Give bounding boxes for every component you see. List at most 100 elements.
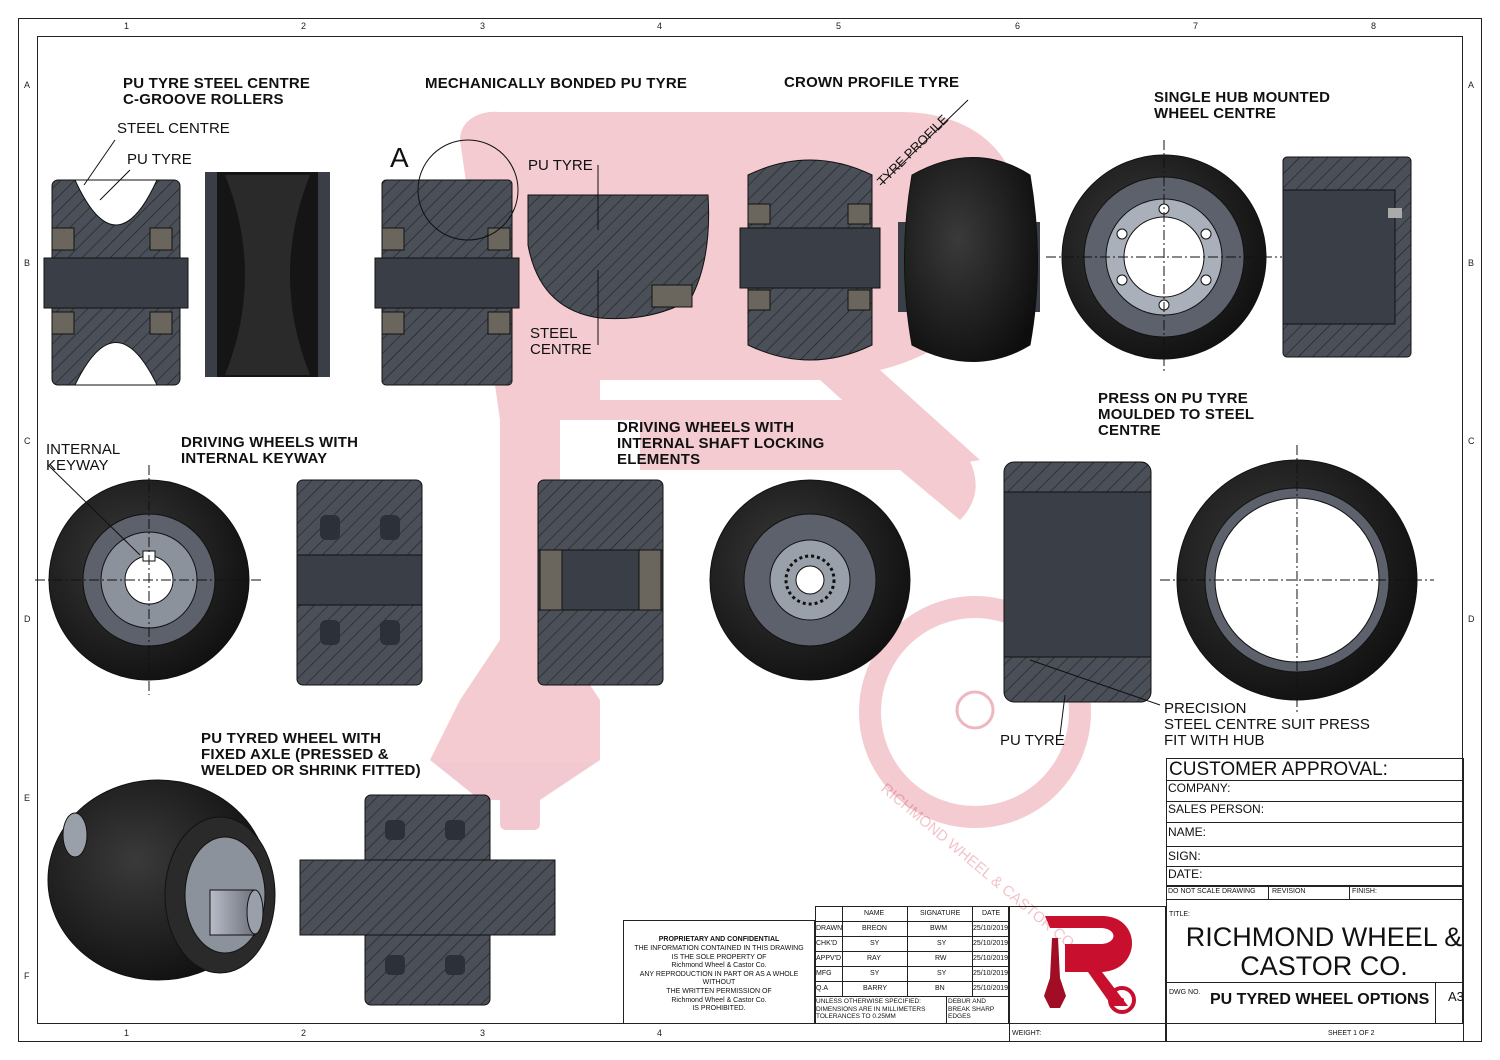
drawing-title: PU TYRED WHEEL OPTIONS (1210, 991, 1430, 1008)
weight-label: WEIGHT: (1012, 1030, 1042, 1037)
approval-heading: CUSTOMER APPROVAL: (1169, 759, 1388, 780)
fixed-axle-section-view (299, 794, 556, 1006)
signoff-signature: SY (937, 970, 947, 977)
finish-label: FINISH: (1352, 888, 1377, 895)
title-shaft-locking: DRIVING WHEELS WITH INTERNAL SHAFT LOCKI… (617, 419, 825, 468)
title-press-on: PRESS ON PU TYRE MOULDED TO STEEL CENTRE (1098, 390, 1255, 439)
zone-row-d: D (24, 614, 31, 624)
company-name: RICHMOND WHEEL & CASTOR CO. (1185, 922, 1463, 981)
signoff-signature: BN (935, 985, 945, 992)
signoff-role: Q.A (816, 985, 829, 992)
zone-row-b: B (24, 258, 31, 268)
zone-row-b-right: B (1468, 258, 1475, 268)
signoff-name: SY (870, 940, 880, 947)
zone-row-c: C (24, 436, 31, 446)
zone-col-7: 7 (1193, 21, 1199, 31)
callout-pu-tyre-bonded: PU TYRE (528, 157, 593, 174)
signoff-name: BARRY (863, 985, 887, 992)
signoff-role: CHK'D (816, 940, 838, 947)
signoff-header-name: NAME (864, 910, 885, 917)
zone-col-4: 4 (657, 21, 663, 31)
approval-sign-label: SIGN: (1168, 849, 1201, 863)
approval-date-label: DATE: (1168, 867, 1203, 881)
signoff-role: APPV'D (816, 955, 842, 962)
zone-row-a: A (24, 80, 31, 90)
zone-col-1-bottom: 1 (124, 1028, 130, 1038)
company-logo-box (1009, 906, 1166, 1024)
c-groove-side-view (205, 172, 330, 377)
approval-name-row[interactable]: NAME: (1166, 822, 1464, 846)
signoff-signature: RW (935, 955, 947, 962)
signoff-name: SY (870, 970, 880, 977)
zone-col-1: 1 (124, 21, 130, 31)
sheet-number: SHEET 1 OF 2 (1328, 1030, 1375, 1037)
single-hub-front-view (1046, 140, 1282, 374)
weight-cell (1009, 1024, 1166, 1042)
zone-col-3-bottom: 3 (480, 1028, 486, 1038)
approval-sign-row[interactable]: SIGN: (1166, 846, 1464, 866)
callout-steel-centre-bonded: STEEL CENTRE (530, 325, 592, 358)
zone-row-e: E (24, 793, 31, 803)
title-single-hub: SINGLE HUB MOUNTED WHEEL CENTRE (1154, 89, 1331, 122)
title-fixed-axle: PU TYRED WHEEL WITH FIXED AXLE (PRESSED … (201, 730, 421, 779)
callout-pu-tyre: PU TYRE (127, 151, 192, 168)
shaft-locking-section-view (537, 479, 664, 686)
company-logo (1044, 916, 1136, 1014)
zone-col-4-bottom: 4 (657, 1028, 663, 1038)
shaft-locking-front-view (709, 479, 911, 681)
title-bonded: MECHANICALLY BONDED PU TYRE (425, 75, 688, 92)
callout-steel-centre: STEEL CENTRE (117, 120, 230, 137)
callout-detail-a: A (390, 142, 409, 173)
approval-company-row[interactable]: COMPANY: (1166, 780, 1464, 801)
zone-row-f: F (24, 971, 30, 981)
fixed-axle-iso-view (47, 779, 276, 981)
bonded-section-view (374, 139, 520, 386)
leader-lines (47, 139, 1066, 736)
zone-row-d-right: D (1468, 614, 1475, 624)
approval-name-label: NAME: (1168, 825, 1207, 839)
title-keyway: DRIVING WHEELS WITH INTERNAL KEYWAY (181, 434, 359, 467)
callout-pu-tyre-press: PU TYRE (1000, 732, 1065, 749)
signoff-header-date: DATE (982, 910, 1001, 917)
callout-precision: PRECISION STEEL CENTRE SUIT PRESS FIT WI… (1164, 700, 1370, 749)
tolerance-note: UNLESS OTHERWISE SPECIFIED: DIMENSIONS A… (816, 998, 926, 1020)
signoff-date: 25/10/2019 (973, 925, 1009, 932)
press-on-front-view (1160, 445, 1434, 715)
zone-col-8: 8 (1371, 21, 1377, 31)
title-block (1166, 886, 1464, 1024)
dwg-no-label: DWG NO. (1169, 989, 1201, 996)
title-crown: CROWN PROFILE TYRE (784, 74, 960, 91)
approval-date-row[interactable]: DATE: (1166, 866, 1464, 886)
signoff-date: 25/10/2019 (973, 970, 1009, 977)
approval-sales-row[interactable]: SALES PERSON: (1166, 801, 1464, 822)
zone-col-2: 2 (301, 21, 307, 31)
signoff-name: BREON (862, 925, 887, 932)
zone-row-a-right: A (1468, 80, 1475, 90)
zone-col-3: 3 (480, 21, 486, 31)
zone-col-5: 5 (836, 21, 842, 31)
signoff-date: 25/10/2019 (973, 955, 1009, 962)
signoff-date: 25/10/2019 (973, 985, 1009, 992)
sheet-cell (1166, 1024, 1464, 1042)
no-scale-label: DO NOT SCALE DRAWING (1168, 888, 1256, 895)
crown-section-view (739, 159, 881, 361)
zone-row-c-right: C (1468, 436, 1475, 446)
proprietary-notice-box (623, 920, 815, 1024)
signoff-role: DRAWN (816, 925, 843, 932)
c-groove-section-view (43, 179, 189, 386)
signoff-name: RAY (867, 955, 881, 962)
signoff-date: 25/10/2019 (973, 940, 1009, 947)
keyway-front-view (35, 465, 263, 695)
zone-col-6: 6 (1015, 21, 1021, 31)
zone-col-2-bottom: 2 (301, 1028, 307, 1038)
signoff-signature: BWM (930, 925, 948, 932)
title-c-groove: PU TYRE STEEL CENTRE C-GROOVE ROLLERS (123, 75, 311, 108)
signoff-table (815, 906, 1009, 1024)
proprietary-heading: PROPRIETARY AND CONFIDENTIAL (658, 936, 780, 943)
keyway-section-view (296, 479, 423, 686)
signoff-signature: SY (937, 940, 947, 947)
title-label: TITLE: (1169, 911, 1191, 918)
deburr-note: DEBUR AND BREAK SHARP EDGES (948, 998, 995, 1020)
signoff-header-signature: SIGNATURE (920, 910, 961, 917)
